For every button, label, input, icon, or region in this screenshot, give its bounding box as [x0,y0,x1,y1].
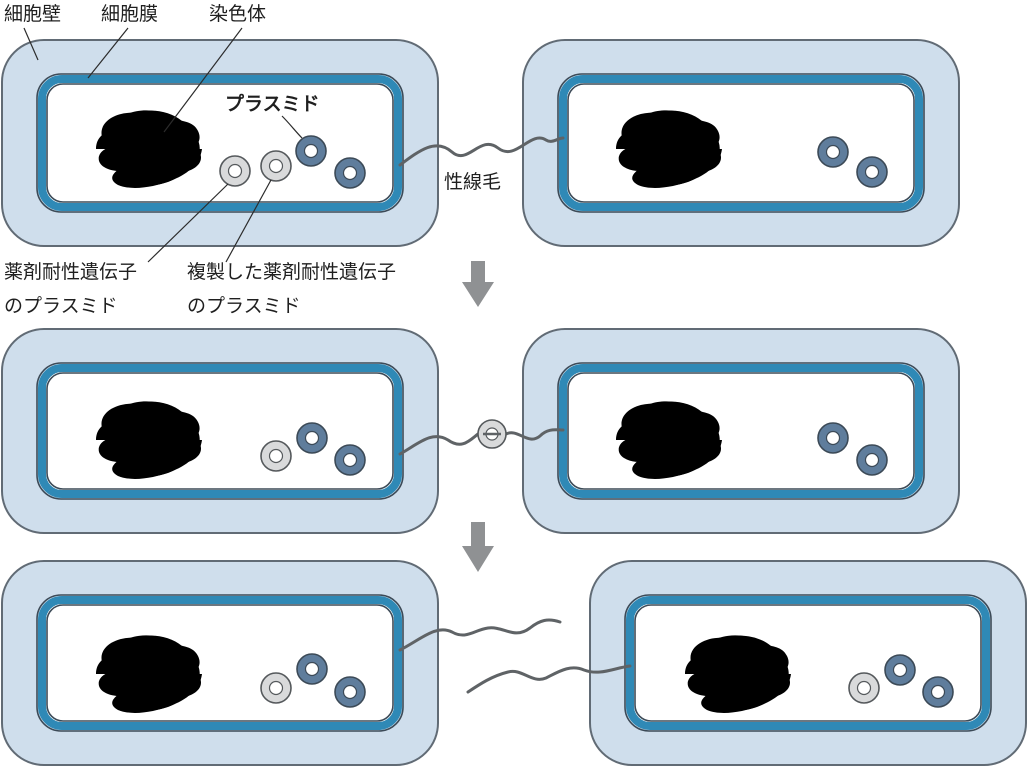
recipient-cell-stage-2 [522,328,960,534]
replicated-plasmid-label-line1: 複製した薬剤耐性遺伝子 [187,261,396,283]
resistance-plasmid [848,672,880,704]
replicated-plasmid-label-line2: のプラスミド [187,295,301,317]
plasmid [817,422,849,454]
plasmid [296,653,328,685]
resistance-plasmid [260,440,292,472]
chromosome-label: 染色体 [209,3,266,25]
cell-membrane [38,364,402,498]
chromosome-leader [163,27,243,133]
plasmid [922,676,954,708]
resistance-plasmid-label-line1: 薬剤耐性遺伝子 [4,261,137,283]
labels: 細胞壁 細胞膜 染色体 プラスミド 性線毛 薬剤耐性遺伝子 のプラスミド 複製し… [4,3,501,317]
cell-wall-leader [23,27,39,61]
donor-cell-stage-1 [1,39,439,247]
sex-pilus [398,136,565,167]
plasmid [334,444,366,476]
stage-1 [1,39,960,247]
stage-3 [1,560,1027,766]
recipient-cell-stage-3 [589,560,1027,766]
transferring-plasmid [477,419,507,449]
cell-membrane-leader [87,27,129,79]
stage-2 [1,328,960,534]
plasmid [856,444,888,476]
plasmid [856,156,888,188]
resistance-plasmid [260,672,292,704]
recipient-cell-stage-1 [522,39,960,247]
replicated-resistance-plasmid [260,150,292,182]
cell-membrane [38,596,402,730]
cell-membrane-label: 細胞膜 [101,3,158,25]
plasmid [884,654,916,686]
plasmid-leader [281,115,303,139]
pilus-label: 性線毛 [444,171,501,193]
resistance-plasmid-leader [147,183,229,263]
down-arrow-icon [462,522,494,572]
donor-cell-stage-2 [1,328,439,534]
replicated-plasmid-leader [225,179,272,263]
resistance-plasmid-label-line2: のプラスミド [4,295,118,317]
cell-membrane [559,75,923,211]
cell-membrane [559,364,923,498]
resistance-plasmid [219,155,251,187]
plasmid [817,136,849,168]
sex-pilus [398,428,565,456]
down-arrow-icon [462,261,494,307]
cell-membrane [626,596,990,730]
plasmid [296,422,328,454]
sex-pilus-broken-left [398,618,562,652]
cell-wall-label: 細胞壁 [4,3,61,25]
plasmid [295,135,327,167]
sex-pilus-broken-right [466,664,632,694]
plasmid [334,676,366,708]
donor-cell-stage-3 [1,560,439,766]
plasmid [334,157,366,189]
plasmid-label: プラスミド [225,92,320,115]
